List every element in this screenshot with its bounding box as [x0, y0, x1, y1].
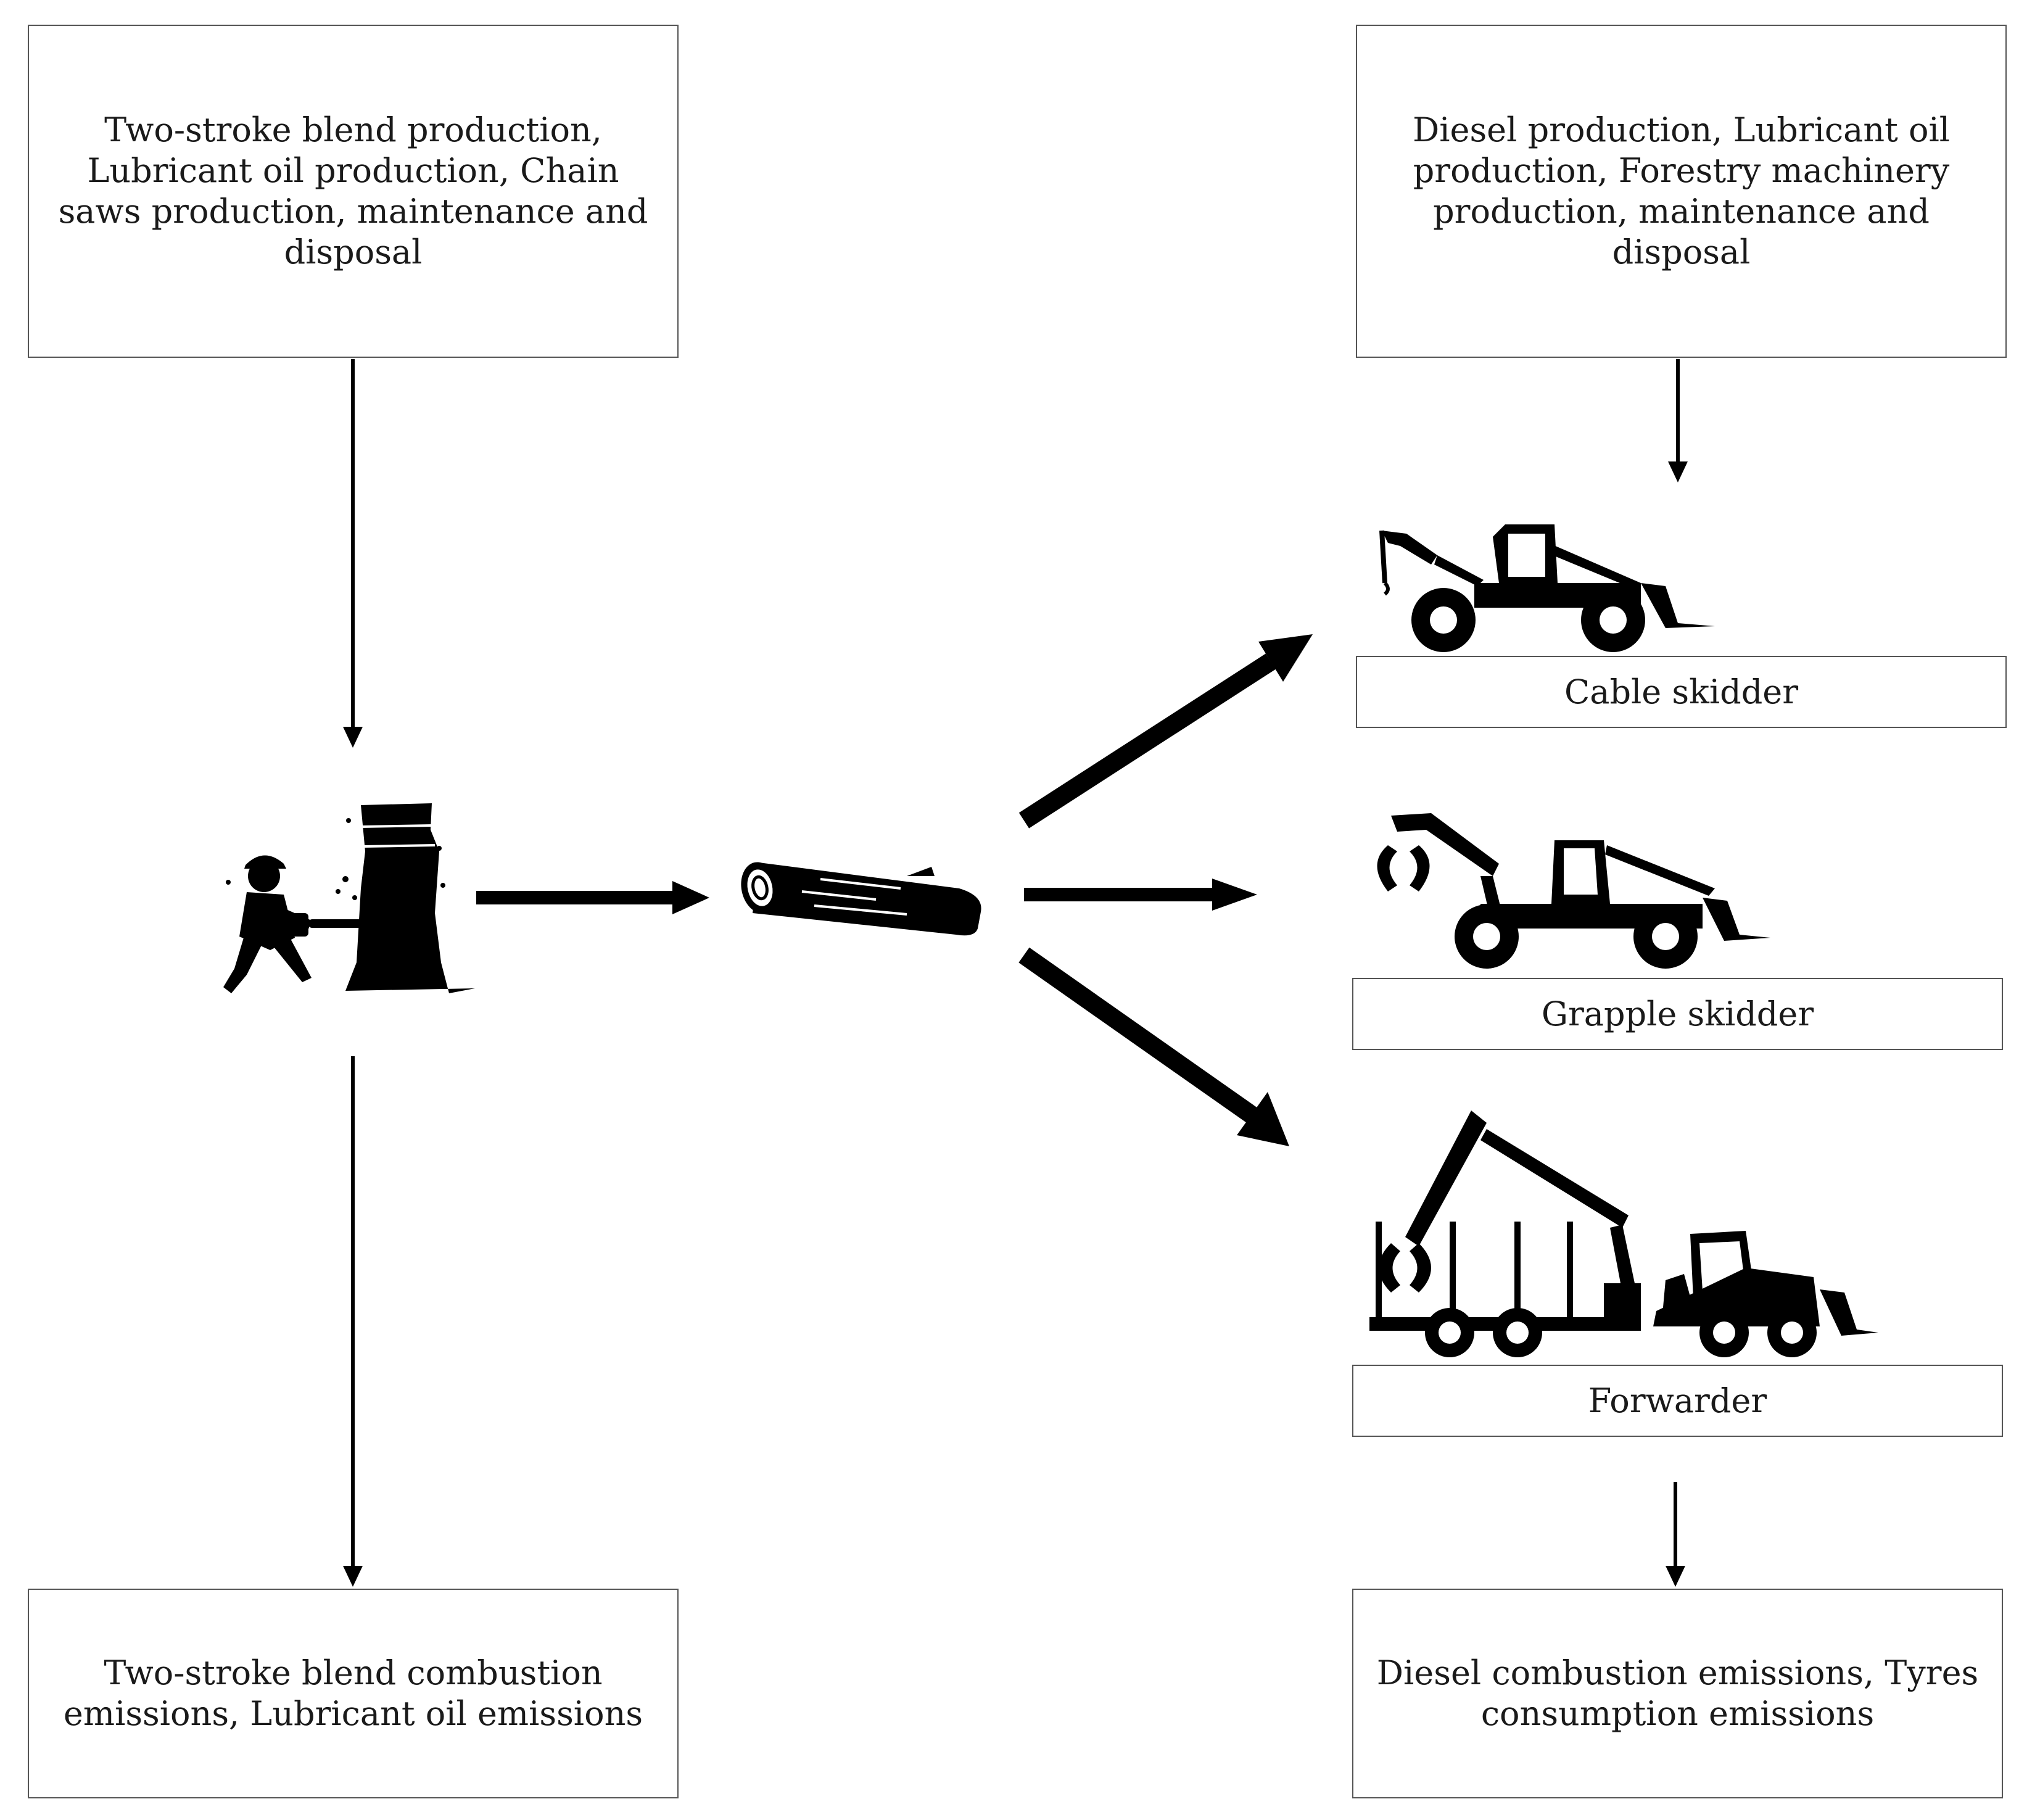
cable-skidder-label: Cable skidder: [1564, 672, 1799, 711]
chainsaw-worker-icon: [223, 803, 475, 993]
arrow-log-to-cable-skidder: [1018, 634, 1313, 829]
machinery-emissions-text: Diesel combustion emissions, Tyres consu…: [1376, 1653, 1979, 1733]
forwarder-icon: [1369, 1111, 1878, 1357]
machinery-inputs-text: Diesel production, Lubricant oil product…: [1412, 110, 1951, 271]
arrow-felling-to-log: [476, 881, 709, 914]
grapple-skidder-icon: [1377, 813, 1770, 969]
machinery-emissions-box: Diesel combustion emissions, Tyres consu…: [1352, 1589, 2003, 1798]
grapple-skidder-label: Grapple skidder: [1541, 994, 1814, 1033]
log-icon: [741, 862, 981, 936]
arrow-log-to-grapple-skidder: [1024, 879, 1257, 911]
grapple-skidder-label-box: Grapple skidder: [1352, 978, 2003, 1050]
arrow-log-to-forwarder: [1018, 947, 1289, 1146]
chainsaw-inputs-box: Two-stroke blend production, Lubricant o…: [28, 25, 679, 358]
arrow-inputs-to-felling: [343, 359, 363, 748]
cable-skidder-icon: [1379, 524, 1715, 652]
arrow-inputs-to-machines: [1668, 359, 1688, 482]
forwarder-label-box: Forwarder: [1352, 1365, 2003, 1437]
arrow-felling-to-emissions: [343, 1056, 363, 1587]
chainsaw-inputs-text: Two-stroke blend production, Lubricant o…: [58, 110, 648, 271]
machinery-inputs-box: Diesel production, Lubricant oil product…: [1356, 25, 2007, 358]
chainsaw-emissions-box: Two-stroke blend combustion emissions, L…: [28, 1589, 679, 1798]
arrow-machines-to-emissions: [1666, 1482, 1685, 1587]
chainsaw-emissions-text: Two-stroke blend combustion emissions, L…: [63, 1653, 643, 1733]
cable-skidder-label-box: Cable skidder: [1356, 656, 2007, 728]
forwarder-label: Forwarder: [1588, 1381, 1767, 1420]
